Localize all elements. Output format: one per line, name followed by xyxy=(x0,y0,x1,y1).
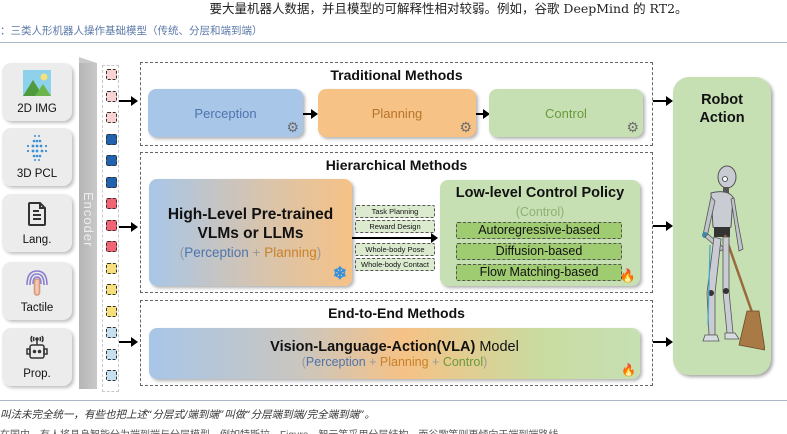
interface-tag: Whole-body Contact xyxy=(355,258,435,271)
modality-tactile: Tactile xyxy=(2,262,72,320)
encoder-bar xyxy=(79,57,97,389)
high-level-subtitle: (Perception + Planning) xyxy=(179,245,322,260)
figure-caption: ：三类人形机器人操作基础模型（传统、分层和端到端） xyxy=(0,25,263,37)
modality-2d-img: 2D IMG xyxy=(2,63,72,121)
token xyxy=(106,284,117,295)
interface-tag: Task Planning xyxy=(355,205,435,218)
gear-icon: ⚙ xyxy=(286,119,299,135)
robot-action-box: Robot Action xyxy=(673,77,771,375)
high-level-vlm-box: High-Level Pre-trained VLMs or LLMs (Per… xyxy=(149,179,352,286)
divider-top xyxy=(0,42,787,43)
gear-icon: ⚙ xyxy=(459,119,472,135)
arrow-high-to-low xyxy=(352,233,438,243)
vla-subtitle: (Perception + Planning + Control) xyxy=(301,354,488,369)
encoder-label: Encoder xyxy=(81,192,96,248)
stage-perception: Perception ⚙ xyxy=(148,89,303,137)
low-level-subtitle: (Control) xyxy=(515,205,565,219)
token xyxy=(106,90,117,102)
low-level-control-box: Low-level Control Policy (Control) Autor… xyxy=(440,180,640,286)
stage-planning: Planning ⚙ xyxy=(318,89,476,137)
arrow-traditional-to-action xyxy=(653,96,673,106)
robot-sensor-icon xyxy=(24,328,50,368)
high-level-title-line2: VLMs or LLMs xyxy=(197,225,304,242)
vla-model-box: Vision-Language-Action(VLA) Model (Perce… xyxy=(149,328,640,379)
fire-trainable-icon: 🔥 xyxy=(621,363,636,377)
token xyxy=(106,133,117,145)
policy-diffusion: Diffusion-based xyxy=(456,243,622,260)
modality-lang: Lang. xyxy=(2,194,72,252)
arrow-end-to-end-to-action xyxy=(653,337,673,347)
fire-trainable-icon: 🔥 xyxy=(619,268,636,283)
vla-title: Vision-Language-Action(VLA) Model xyxy=(270,338,519,355)
interface-tag: Reward Design xyxy=(355,220,435,233)
arrow-to-end-to-end xyxy=(119,337,138,347)
group-title: Traditional Methods xyxy=(330,67,463,83)
arrow-to-hierarchical xyxy=(119,222,138,232)
modality-label: Tactile xyxy=(20,302,54,314)
token xyxy=(106,348,117,360)
divider-bottom xyxy=(0,400,787,401)
gear-icon: ⚙ xyxy=(626,119,639,135)
token xyxy=(106,262,117,274)
arrow-perception-to-planning xyxy=(303,109,318,119)
snowflake-frozen-icon: ❄ xyxy=(332,264,347,283)
stage-label: Planning xyxy=(371,105,423,121)
stage-control: Control ⚙ xyxy=(489,89,643,137)
stage-label: Control xyxy=(545,105,587,121)
humanoid-robot-sweeping-icon xyxy=(702,165,765,351)
high-level-title-line1: High-Level Pre-trained xyxy=(167,206,334,223)
interface-tag: Whole-body Pose xyxy=(355,243,435,256)
group-end-to-end: End-to-End Methods xyxy=(140,300,653,386)
modality-3d-pcl: 3D PCL xyxy=(2,128,72,186)
modality-label: Lang. xyxy=(22,234,52,246)
modality-prop: Prop. xyxy=(2,328,72,386)
body-text-top: 要大量机器人数据，并且模型的可解释性相对较弱。例如，谷歌 DeepMind 的 … xyxy=(209,1,688,16)
policy-flow-matching: Flow Matching-based xyxy=(456,264,622,281)
token xyxy=(106,305,117,317)
token xyxy=(106,241,117,252)
arrow-to-traditional xyxy=(119,96,138,106)
robot-action-title: Robot Action xyxy=(699,92,745,126)
token xyxy=(106,155,117,166)
point-cloud-icon xyxy=(24,128,50,168)
arrow-planning-to-control xyxy=(476,109,490,119)
token xyxy=(106,176,117,188)
low-level-title: Low-level Control Policy xyxy=(455,185,625,201)
image-icon xyxy=(23,63,51,103)
stage-label: Perception xyxy=(194,105,257,121)
token xyxy=(106,370,117,381)
body-text-bottom: 叫法未完全统一，有些也把上述“分层式/端到端”叫做“分层端到端/完全端到端”。 xyxy=(0,409,376,421)
policy-autoregressive: Autoregressive-based xyxy=(456,222,622,239)
arrow-hierarchical-to-action xyxy=(653,221,673,231)
modality-label: 3D PCL xyxy=(16,168,58,180)
modality-label: 2D IMG xyxy=(17,103,57,115)
fingerprint-touch-icon xyxy=(23,262,51,302)
body-text-cutoff: 在国内，有人将具身智能分为端到端与分层模型，例如特斯拉、Figure、智元等采用… xyxy=(0,426,558,434)
group-traditional: Traditional Methods xyxy=(140,62,653,146)
group-title: Hierarchical Methods xyxy=(325,157,468,173)
token xyxy=(106,69,117,80)
document-icon xyxy=(27,194,47,234)
modality-label: Prop. xyxy=(23,368,51,380)
token xyxy=(106,219,117,231)
token xyxy=(106,112,117,123)
token xyxy=(106,198,117,209)
token xyxy=(106,327,117,338)
group-title: End-to-End Methods xyxy=(328,305,465,321)
token-column xyxy=(102,65,119,392)
group-hierarchical: Hierarchical Methods xyxy=(140,152,653,293)
